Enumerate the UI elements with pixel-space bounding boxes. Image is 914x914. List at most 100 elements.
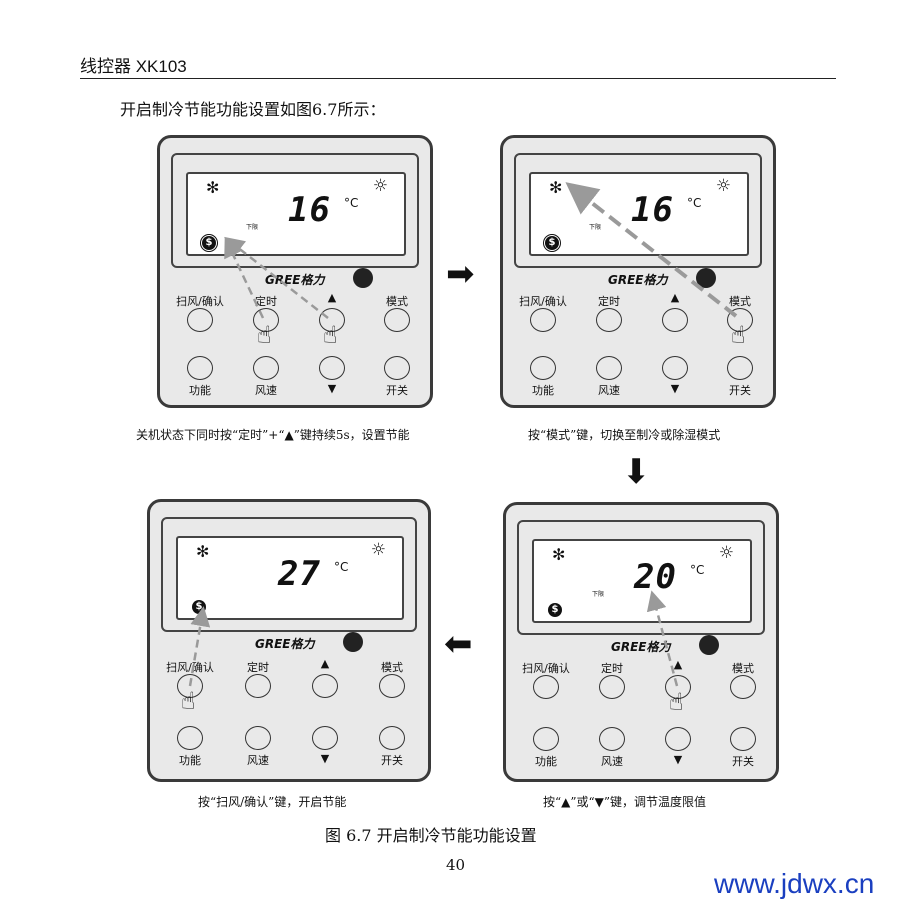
timer-button[interactable] bbox=[596, 308, 622, 332]
pointing-hand-icon: ☝ bbox=[323, 321, 338, 349]
swing-confirm-button[interactable] bbox=[533, 675, 559, 699]
down-label: ▼ bbox=[670, 382, 680, 395]
figure-caption: 图 6.7 开启制冷节能功能设置 bbox=[325, 826, 537, 845]
pointing-hand-icon: ☝ bbox=[669, 688, 684, 716]
timer-button[interactable] bbox=[245, 674, 271, 698]
temperature-readout: 20 bbox=[634, 557, 677, 597]
lcd-display: ✻ ☼ 20 °C 下限 $ bbox=[532, 539, 752, 623]
snowflake-icon: ✻ bbox=[549, 178, 563, 197]
light-icon: ☼ bbox=[715, 176, 731, 196]
temperature-unit: °C bbox=[344, 196, 359, 210]
function-label: 功能 bbox=[535, 755, 557, 768]
page-number: 40 bbox=[446, 856, 466, 874]
sensor-dot bbox=[353, 268, 373, 288]
temperature-unit: °C bbox=[687, 196, 702, 210]
controller-panel-1: ✻ ☼ 16 °C 下限 $ GREE格力 扫风/确认 定时 ▲ 模式 功能 风… bbox=[157, 135, 433, 408]
down-button[interactable] bbox=[312, 726, 338, 750]
controller-panel-4: ✻ ☼ 27 °C $ GREE格力 扫风/确认 定时 ▲ 模式 功能 风速 ▼… bbox=[147, 499, 431, 782]
mode-label: 模式 bbox=[381, 661, 403, 674]
timer-label: 定时 bbox=[255, 295, 277, 308]
function-button[interactable] bbox=[533, 727, 559, 751]
swing-confirm-button[interactable] bbox=[530, 308, 556, 332]
down-button[interactable] bbox=[662, 356, 688, 380]
fan-speed-button[interactable] bbox=[599, 727, 625, 751]
up-label: ▲ bbox=[320, 657, 330, 670]
function-button[interactable] bbox=[177, 726, 203, 750]
fan-speed-button[interactable] bbox=[245, 726, 271, 750]
header-rule bbox=[80, 78, 836, 79]
sensor-dot bbox=[696, 268, 716, 288]
power-label: 开关 bbox=[732, 755, 754, 768]
brand-logo: GREE格力 bbox=[607, 638, 675, 655]
brand-logo: GREE格力 bbox=[261, 271, 329, 288]
timer-label: 定时 bbox=[247, 661, 269, 674]
down-label: ▼ bbox=[320, 752, 330, 765]
document-header: 线控器 XK103 bbox=[80, 57, 187, 76]
power-button[interactable] bbox=[379, 726, 405, 750]
down-button[interactable] bbox=[319, 356, 345, 380]
down-button[interactable] bbox=[665, 727, 691, 751]
sensor-dot bbox=[343, 632, 363, 652]
controller-panel-3: ✻ ☼ 20 °C 下限 $ GREE格力 扫风/确认 定时 ▲ 模式 功能 风… bbox=[503, 502, 779, 782]
power-button[interactable] bbox=[727, 356, 753, 380]
mode-label: 模式 bbox=[386, 295, 408, 308]
light-icon: ☼ bbox=[370, 540, 386, 560]
energy-saving-icon: $ bbox=[200, 234, 218, 252]
panel-1-caption: 关机状态下同时按“定时”+“▲”键持续5s，设置节能 bbox=[136, 428, 410, 442]
light-icon: ☼ bbox=[718, 543, 734, 563]
fan-speed-button[interactable] bbox=[596, 356, 622, 380]
power-button[interactable] bbox=[384, 356, 410, 380]
mode-label: 模式 bbox=[729, 295, 751, 308]
right-arrow-icon: ➡ bbox=[446, 254, 475, 294]
intro-text: 开启制冷节能功能设置如图6.7所示： bbox=[120, 100, 386, 119]
fan-speed-button[interactable] bbox=[253, 356, 279, 380]
screen-frame: ✻ ☼ 16 °C 下限 $ GREE格力 bbox=[514, 153, 762, 288]
pointing-hand-icon: ☝ bbox=[257, 321, 272, 349]
lower-limit-label: 下限 bbox=[246, 224, 259, 231]
up-label: ▲ bbox=[673, 658, 683, 671]
function-label: 功能 bbox=[179, 754, 201, 767]
down-label: ▼ bbox=[327, 382, 337, 395]
lcd-display: ✻ ☼ 16 °C 下限 $ bbox=[186, 172, 406, 256]
mode-button[interactable] bbox=[379, 674, 405, 698]
temperature-readout: 27 bbox=[278, 554, 321, 594]
timer-label: 定时 bbox=[598, 295, 620, 308]
energy-saving-icon: $ bbox=[548, 603, 562, 617]
swing-confirm-button[interactable] bbox=[187, 308, 213, 332]
pointing-hand-icon: ☝ bbox=[731, 321, 746, 349]
power-button[interactable] bbox=[730, 727, 756, 751]
screen-frame: ✻ ☼ 27 °C $ GREE格力 bbox=[161, 517, 417, 652]
fan-speed-label: 风速 bbox=[601, 755, 623, 768]
mode-label: 模式 bbox=[732, 662, 754, 675]
snowflake-icon: ✻ bbox=[196, 542, 210, 561]
panel-2-caption: 按“模式”键，切换至制冷或除湿模式 bbox=[528, 428, 721, 442]
down-arrow-icon: ⬇ bbox=[622, 452, 651, 492]
function-label: 功能 bbox=[532, 384, 554, 397]
lcd-display: ✻ ☼ 27 °C $ bbox=[176, 536, 404, 620]
brand-logo: GREE格力 bbox=[251, 635, 319, 652]
mode-button[interactable] bbox=[384, 308, 410, 332]
temperature-readout: 16 bbox=[631, 190, 674, 230]
snowflake-icon: ✻ bbox=[552, 545, 566, 564]
up-button[interactable] bbox=[312, 674, 338, 698]
light-icon: ☼ bbox=[372, 176, 388, 196]
power-label: 开关 bbox=[381, 754, 403, 767]
function-button[interactable] bbox=[187, 356, 213, 380]
lcd-display: ✻ ☼ 16 °C 下限 $ bbox=[529, 172, 749, 256]
fan-speed-label: 风速 bbox=[255, 384, 277, 397]
panel-4-caption: 按“扫风/确认”键，开启节能 bbox=[198, 795, 347, 809]
temperature-unit: °C bbox=[690, 563, 705, 577]
controller-panel-2: ✻ ☼ 16 °C 下限 $ GREE格力 扫风/确认 定时 ▲ 模式 功能 风… bbox=[500, 135, 776, 408]
down-label: ▼ bbox=[673, 753, 683, 766]
mode-button[interactable] bbox=[730, 675, 756, 699]
lower-limit-label: 下限 bbox=[592, 591, 605, 598]
timer-button[interactable] bbox=[599, 675, 625, 699]
function-button[interactable] bbox=[530, 356, 556, 380]
watermark-link[interactable]: www.jdwx.cn bbox=[714, 868, 875, 899]
screen-frame: ✻ ☼ 20 °C 下限 $ GREE格力 bbox=[517, 520, 765, 655]
up-button[interactable] bbox=[662, 308, 688, 332]
function-label: 功能 bbox=[189, 384, 211, 397]
power-label: 开关 bbox=[729, 384, 751, 397]
pointing-hand-icon: ☝ bbox=[181, 687, 196, 715]
